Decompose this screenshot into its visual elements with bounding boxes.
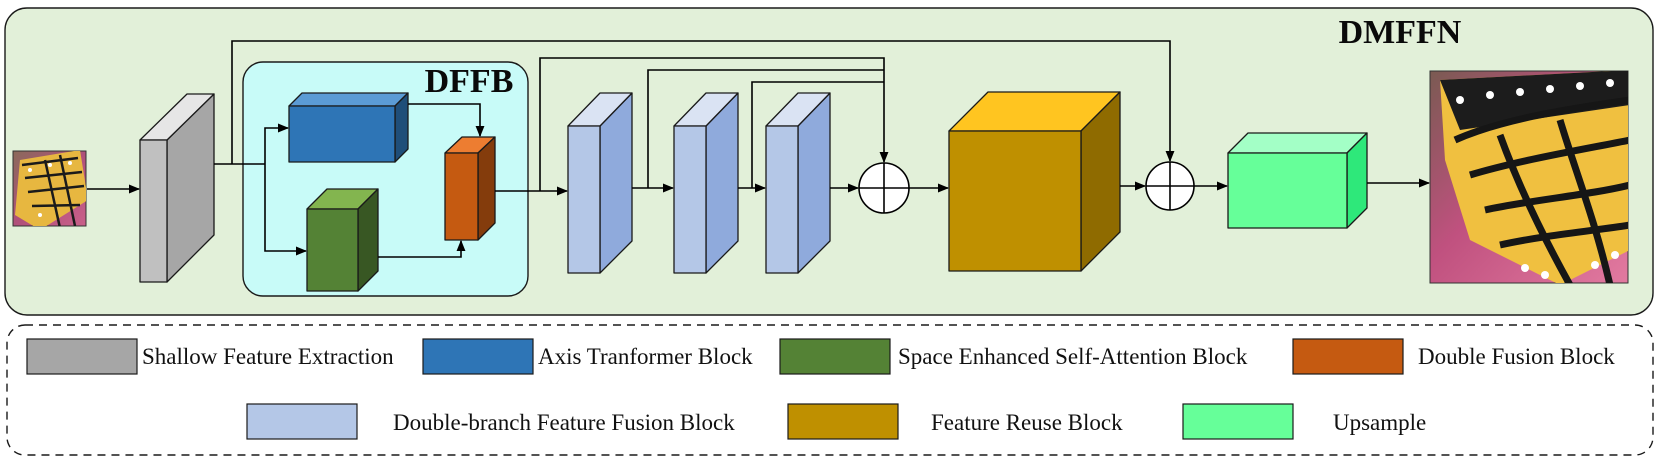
dffb-title: DFFB: [425, 63, 514, 100]
legend-label-shallow: Shallow Feature Extraction: [142, 344, 394, 369]
legend-swatch-feature-reuse: [787, 403, 899, 440]
legend-swatch-double-fusion: [1292, 338, 1404, 375]
legend-swatch-dffb: [246, 403, 358, 440]
legend-swatch-axis: [422, 338, 534, 375]
legend-label-dffb: Double-branch Feature Fusion Block: [393, 410, 735, 435]
dffb-block-2: [673, 92, 739, 274]
shallow-feature-extraction-block: [139, 93, 215, 283]
legend-label-space: Space Enhanced Self-Attention Block: [898, 344, 1248, 369]
legend-label-upsample: Upsample: [1333, 410, 1426, 435]
legend-label-double-fusion: Double Fusion Block: [1418, 344, 1615, 369]
legend-label-feature-reuse: Feature Reuse Block: [931, 410, 1123, 435]
dmffn-title: DMFFN: [1339, 14, 1462, 51]
double-fusion-block: [444, 136, 496, 241]
axis-transformer-block: [288, 92, 409, 163]
add-circle-icon: [1145, 161, 1195, 211]
legend-swatch-space: [779, 338, 891, 375]
legend-swatch-shallow: [26, 338, 138, 375]
legend-label-axis: Axis Tranformer Block: [538, 344, 753, 369]
input-image: [12, 150, 87, 227]
dffb-block-3: [765, 92, 831, 274]
upsample-block: [1227, 132, 1368, 229]
connections: [87, 40, 1431, 258]
dffb-block-1: [567, 92, 633, 274]
legend-swatch-upsample: [1182, 403, 1294, 440]
output-image: [1429, 70, 1629, 284]
space-enhanced-self-attention-block: [306, 188, 379, 292]
add-circle-icon: [858, 162, 910, 214]
feature-reuse-block: [948, 91, 1121, 272]
